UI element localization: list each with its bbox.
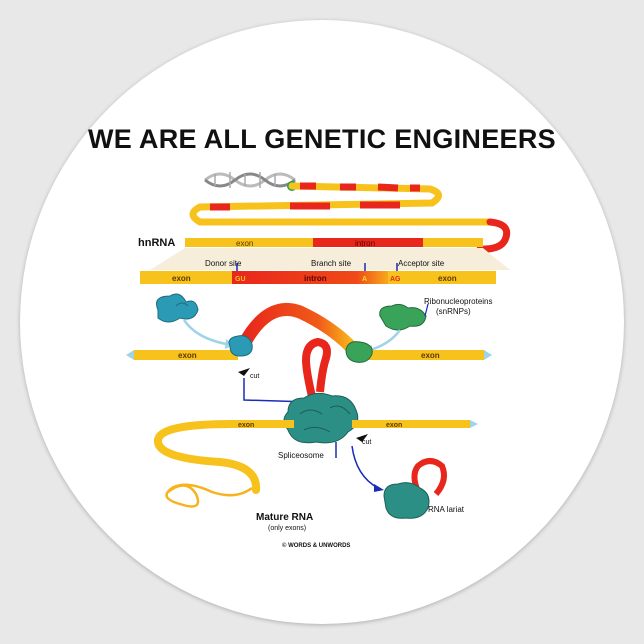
cut-label-1: cut [250, 373, 259, 380]
page-title: WE ARE ALL GENETIC ENGINEERS [88, 124, 556, 154]
spliceosome-label: Spliceosome [278, 451, 324, 460]
hnrna-exon-label: exon [236, 239, 253, 248]
cut-label-2: cut [362, 439, 371, 446]
hnrna-row: hnRNA exon intron [138, 237, 483, 249]
snrnp-blue-icon [156, 293, 199, 323]
mature-rna-strand [154, 420, 261, 494]
splicing-row: exon exon [126, 302, 492, 363]
rna-transcript [189, 182, 511, 253]
spliceosome-icon [283, 337, 359, 444]
hnrna-intron-label: intron [355, 239, 375, 248]
bind-arrow-left [182, 319, 227, 346]
mature-rna-label: Mature RNA [256, 512, 313, 523]
exon-right-label: exon [438, 274, 457, 283]
bind-arrow-right [369, 329, 402, 352]
pre-mrna-row: Donor site Branch site Acceptor site exo… [140, 259, 496, 284]
acceptor-site-label: Acceptor site [398, 259, 445, 268]
snrnps-label-line1: Ribonucleoproteins [424, 297, 493, 306]
row3-exon-right: exon [421, 351, 440, 360]
only-exons-label: (only exons) [268, 525, 306, 532]
copyright-label: © WORDS & UNWORDS [282, 542, 350, 549]
exon-left-label: exon [172, 274, 191, 283]
branch-site-label: Branch site [311, 259, 352, 268]
a-label: A [362, 276, 367, 283]
hnrna-label: hnRNA [138, 237, 175, 249]
rna-lariat-icon [383, 458, 447, 519]
cut-marker-icon [238, 368, 250, 376]
rna-lariat-label: RNA lariat [428, 505, 465, 514]
intron-label: intron [304, 274, 327, 283]
zoom-wedge [150, 248, 510, 270]
snrnps-label-line2: (snRNPs) [436, 307, 471, 316]
mature-rna-coil [165, 483, 253, 508]
row4-exon-left: exon [238, 422, 254, 429]
cut-marker-2-icon [356, 434, 368, 442]
row4-exon-right: exon [386, 422, 402, 429]
ag-label: AG [390, 276, 401, 283]
donor-site-label: Donor site [205, 259, 242, 268]
row3-exon-left: exon [178, 351, 197, 360]
dna-helix-icon [204, 172, 297, 191]
gu-label: GU [235, 276, 246, 283]
snrnp-green-icon [379, 303, 427, 331]
